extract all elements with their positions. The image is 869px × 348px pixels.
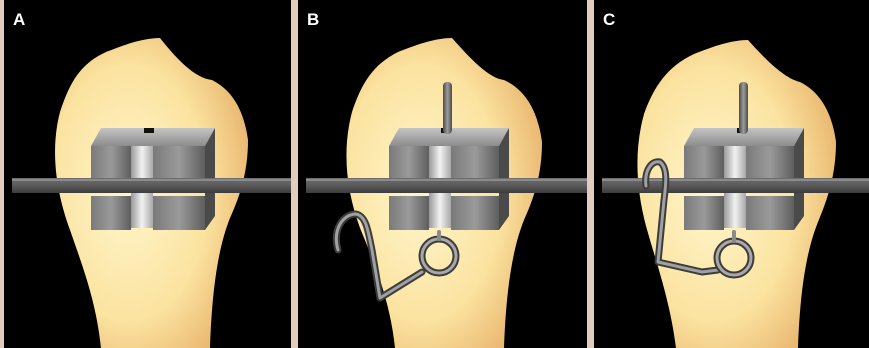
panel-b-illustration	[298, 0, 587, 348]
bracket-block-lower-right	[153, 196, 205, 230]
bracket-block-upper-right	[746, 146, 794, 180]
panel-label: B	[307, 11, 319, 28]
bracket-block-upper-right	[451, 146, 499, 180]
archwire-highlight	[306, 179, 587, 181]
panel-label: C	[603, 11, 615, 28]
vertical-pin	[443, 82, 452, 134]
bracket-block-lower-left	[684, 196, 724, 230]
bracket-block-upper-left	[91, 146, 131, 180]
panel-c-illustration	[594, 0, 869, 348]
archwire-highlight	[12, 179, 291, 181]
panel-label: A	[13, 11, 25, 28]
panel-b: B	[298, 0, 587, 348]
panel-c: C	[594, 0, 869, 348]
bracket-block-lower-left	[91, 196, 131, 230]
bracket-block-upper-left	[684, 146, 724, 180]
panel-a-illustration	[4, 0, 291, 348]
bracket-block-lower-right	[746, 196, 794, 230]
bracket-block-upper-right	[153, 146, 205, 180]
bracket-block-lower-right	[451, 196, 499, 230]
vertical-pin	[739, 82, 748, 134]
bracket-slot-opening	[144, 128, 154, 133]
bracket-block-upper-left	[389, 146, 429, 180]
panel-a: A	[4, 0, 291, 348]
bracket-block-lower-left	[389, 196, 429, 230]
archwire-highlight	[602, 179, 869, 181]
